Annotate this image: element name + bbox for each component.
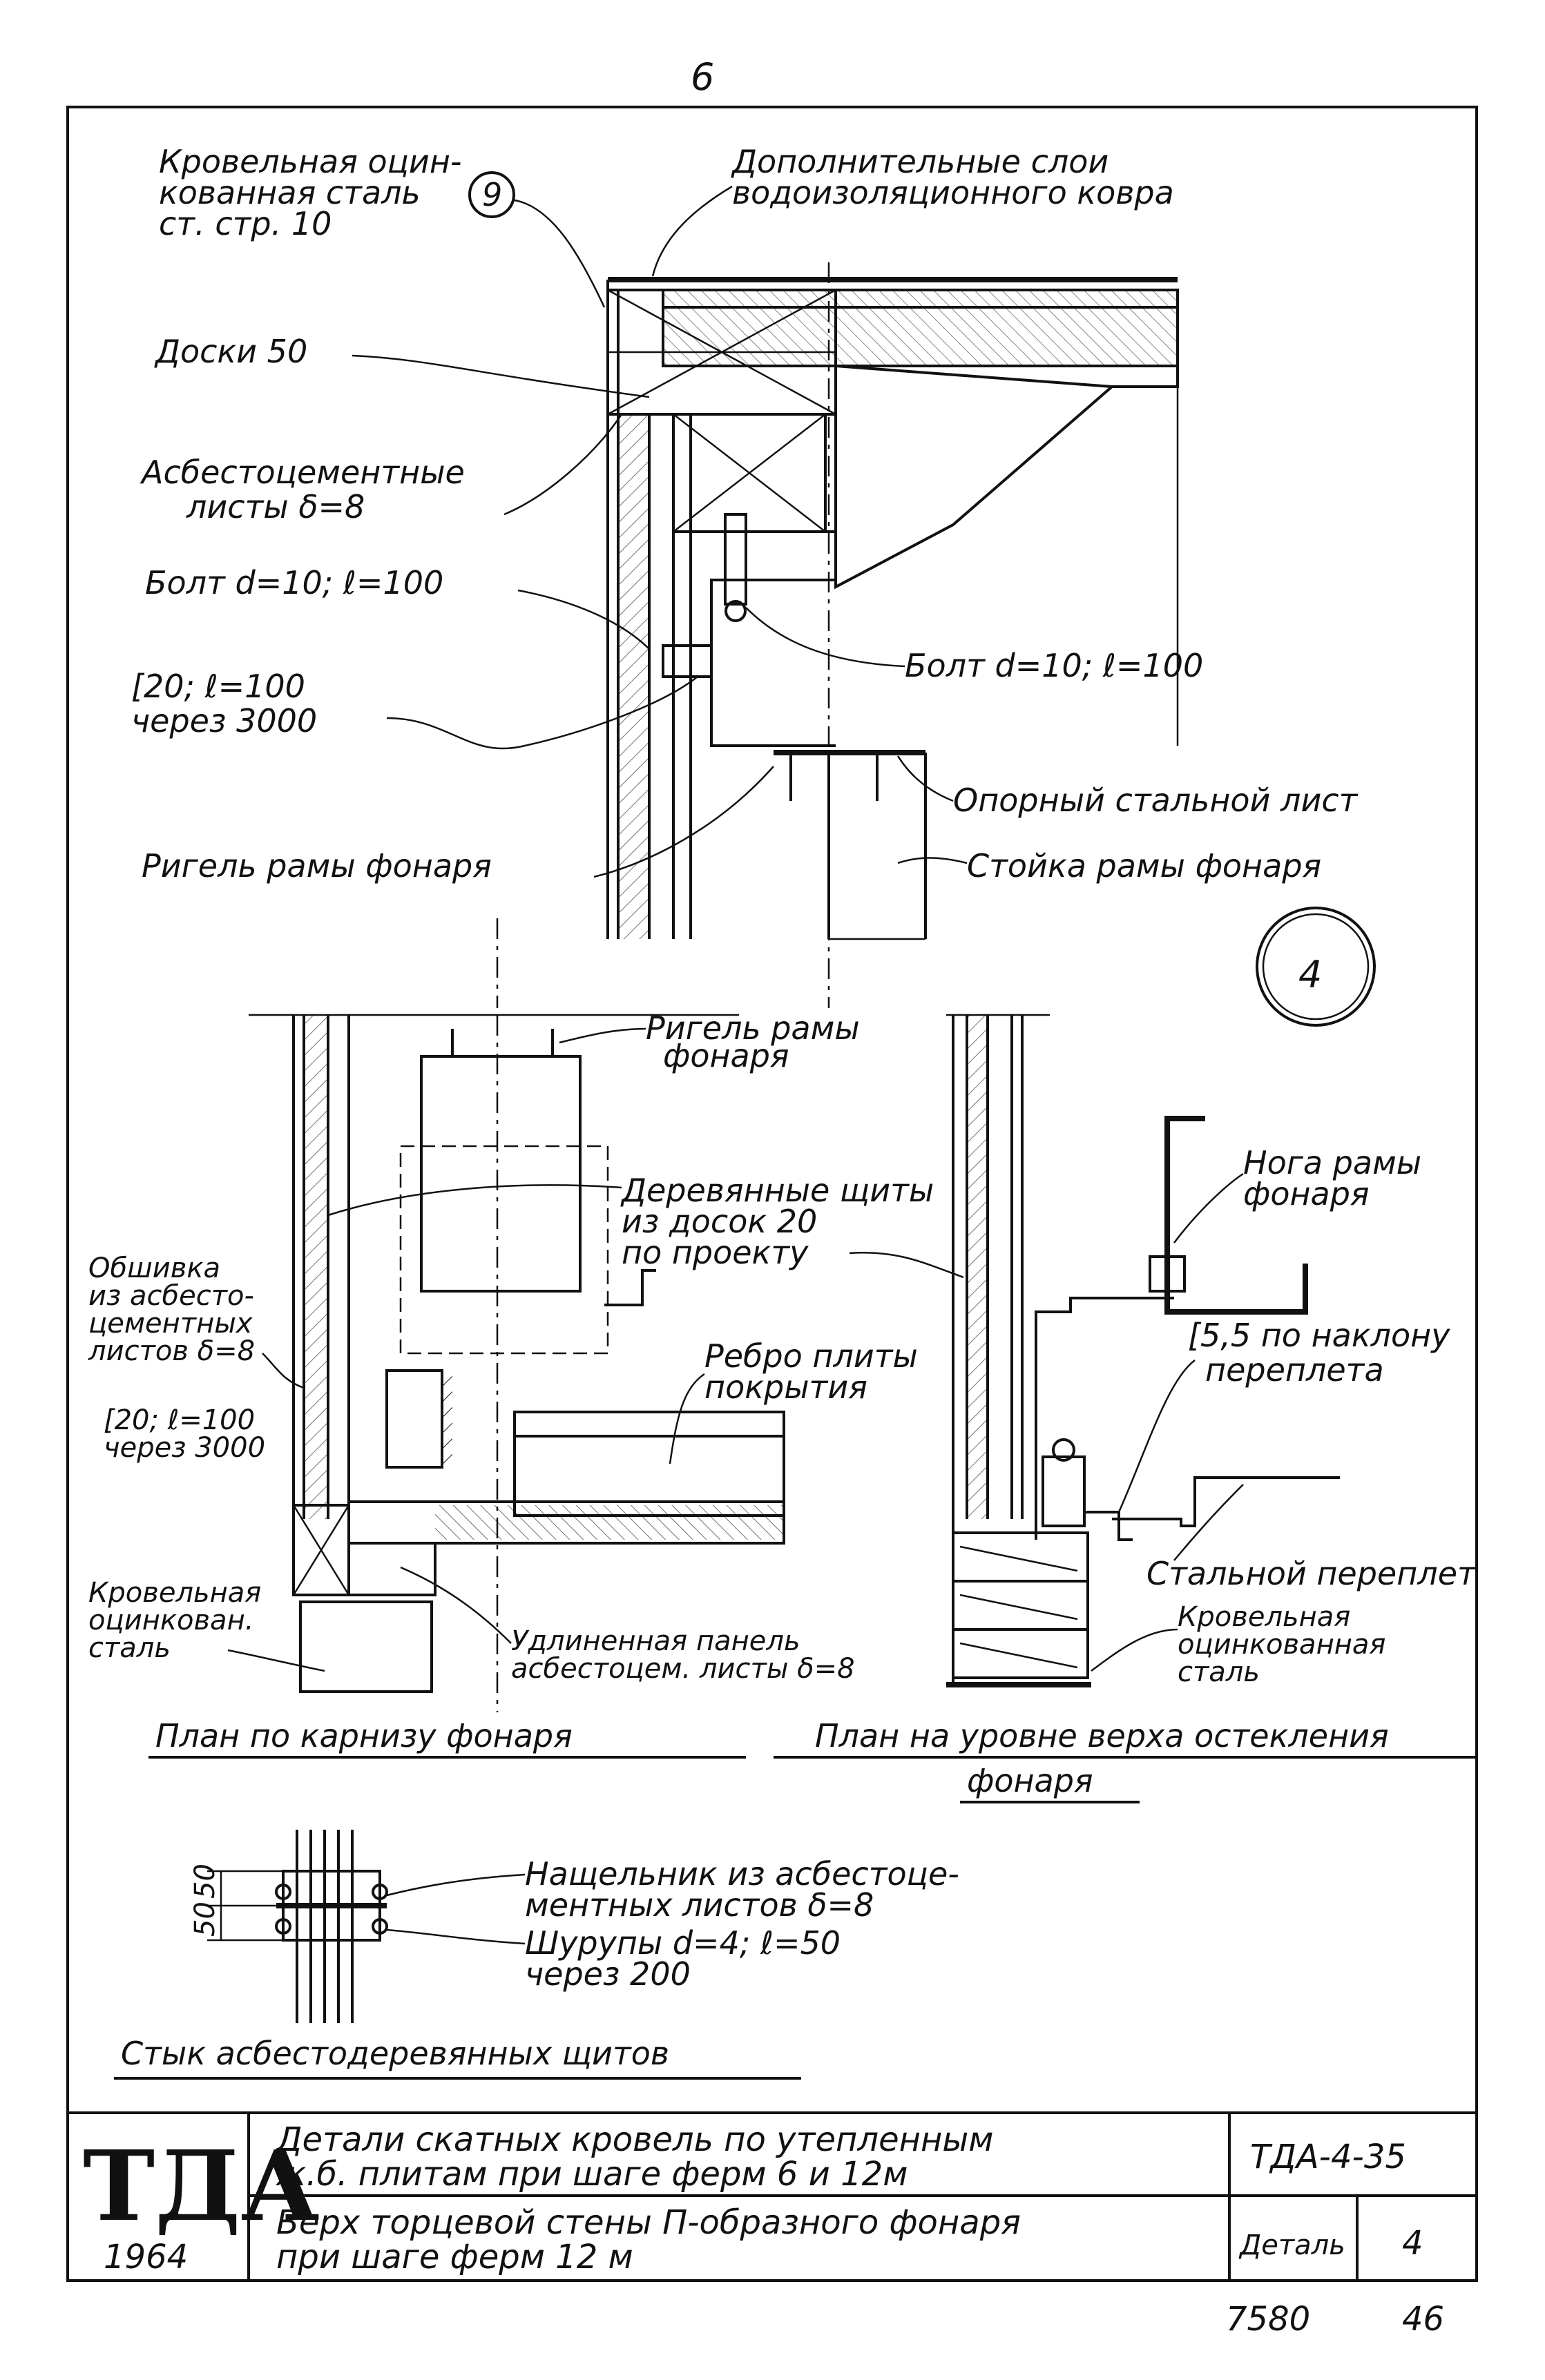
label-wood-panels-3: по проекту: [622, 1234, 809, 1271]
page-number: 6: [691, 55, 714, 99]
leader-c20: [386, 676, 698, 750]
dim-50-bottom: 50: [189, 1902, 221, 1937]
label-asb-sheets-2: листы δ=8: [186, 488, 365, 525]
label-extra-layers-1: Дополнительные слои: [731, 143, 1109, 180]
label-steel-frame: Стальной переплет: [1146, 1555, 1477, 1592]
label-roof-galv-l3: сталь: [88, 1632, 171, 1664]
label-c20p-2: через 3000: [104, 1432, 265, 1464]
label-roof-galv-l2: оцинкован.: [88, 1605, 253, 1636]
label-screws-2: через 200: [525, 1955, 691, 1993]
title-logo: ТДА: [83, 2130, 320, 2243]
leader-wood-panels-right: [849, 1252, 964, 1279]
title-block: [68, 2111, 1477, 2281]
title-sheet-number: 7580: [1226, 2300, 1310, 2339]
roof-steel-ref-circle: [468, 171, 515, 218]
plan-top-title-2: фонаря: [967, 1762, 1093, 1799]
label-riegel-top: Ригель рамы фонаря: [142, 847, 492, 884]
label-c55-2: переплета: [1205, 1351, 1384, 1389]
label-long-panel-1: Удлиненная панель: [511, 1625, 800, 1657]
label-cladding-4: листов δ=8: [88, 1335, 255, 1367]
label-rib-1: Ребро плиты: [704, 1337, 918, 1375]
leader-riegel-plan: [559, 1027, 646, 1044]
label-roof-steel-2: кованная сталь: [159, 174, 421, 211]
title-year: 1964: [104, 2238, 188, 2276]
title-page: 46: [1402, 2300, 1444, 2339]
leader-steel-frame: [1173, 1484, 1244, 1561]
title-detail-number: 4: [1402, 2224, 1423, 2263]
label-column: Стойка рамы фонаря: [967, 847, 1321, 884]
label-riegel-plan-1: Ригель рамы: [646, 1009, 860, 1047]
label-leg-1: Нога рамы: [1243, 1144, 1421, 1181]
label-bolt-right: Болт d=10; ℓ=100: [905, 647, 1203, 684]
plan-top-title-1: План на уровне верха остекления: [815, 1717, 1389, 1754]
label-c20-1: [20; ℓ=100: [131, 668, 305, 705]
leader-roof-galv-right: [1091, 1628, 1178, 1672]
label-rib-2: покрытия: [704, 1368, 867, 1406]
label-wood-panels-1: Деревянные щиты: [620, 1172, 934, 1209]
label-roof-galv-l1: Кровельная: [88, 1577, 261, 1609]
label-roof-galv-r2: оцинкованная: [1178, 1629, 1385, 1661]
label-support-sheet: Опорный стальной лист: [953, 782, 1359, 819]
plan-eaves-title: План по карнизу фонаря: [155, 1717, 573, 1754]
dim-50-top: 50: [189, 1864, 221, 1899]
leader-column: [897, 857, 968, 864]
label-extra-layers-2: водоизоляционного ковра: [732, 174, 1174, 211]
leader-long-panel: [400, 1566, 512, 1644]
joint-detail-drawing: [207, 1830, 388, 2023]
label-batten-2: ментных листов δ=8: [525, 1886, 874, 1924]
leader-bolt-left: [517, 589, 650, 650]
leader-bolt-right: [745, 607, 905, 668]
label-roof-steel-ref: ст. стр. 10: [159, 205, 332, 242]
title-code: ТДА-4-35: [1250, 2138, 1406, 2176]
sheet-border: [66, 106, 1478, 2282]
top-section-drawing: [496, 262, 1179, 1008]
leader-cladding: [262, 1353, 305, 1389]
label-riegel-plan-2: фонаря: [663, 1037, 789, 1074]
label-screws-1: Шурупы d=4; ℓ=50: [525, 1924, 841, 1962]
plan-eaves-drawing: [249, 1014, 785, 1712]
leader-support-sheet: [896, 755, 954, 802]
label-roof-steel-1: Кровельная оцин-: [159, 143, 462, 180]
leader-batten: [386, 1873, 526, 1897]
leader-asb-sheets: [503, 414, 623, 516]
label-c55-1: [5,5 по наклону: [1188, 1317, 1450, 1354]
label-roof-galv-r3: сталь: [1178, 1656, 1260, 1688]
label-bolt-left: Болт d=10; ℓ=100: [145, 564, 443, 601]
title-desc-2: ж.б. плитам при шаге ферм 6 и 12м: [276, 2155, 908, 2194]
label-wood-panels-2: из досок 20: [622, 1203, 817, 1240]
leader-boards: [352, 354, 650, 398]
label-asb-sheets-1: Асбестоцементные: [140, 454, 465, 491]
label-cladding-3: цементных: [88, 1308, 253, 1339]
title-desc-3: Верх торцевой стены П-образного фонаря: [276, 2203, 1021, 2242]
label-batten-1: Нащельник из асбестоце-: [525, 1855, 959, 1893]
leader-roof-galv-left: [227, 1649, 325, 1672]
label-boards: Доски 50: [154, 333, 307, 370]
leader-wood-panels-left: [327, 1184, 622, 1217]
title-desc-4: при шаге ферм 12 м: [276, 2238, 633, 2276]
label-c20p-1: [20; ℓ=100: [104, 1404, 255, 1436]
leader-roof-steel: [514, 199, 606, 308]
joint-title: Стык асбестодеревянных щитов: [121, 2035, 669, 2072]
title-desc-1: Детали скатных кровель по утепленным: [275, 2120, 994, 2159]
label-long-panel-2: асбестоцем. листы δ=8: [511, 1653, 855, 1685]
leader-c55: [1117, 1360, 1196, 1513]
leader-screws: [386, 1928, 526, 1945]
label-cladding-2: из асбесто-: [88, 1280, 254, 1312]
label-c20-2: через 3000: [131, 702, 317, 739]
plan-top-drawing: [946, 1014, 1340, 1687]
leader-leg: [1173, 1172, 1244, 1244]
label-cladding-1: Обшивка: [88, 1252, 220, 1284]
detail-number: 4: [1298, 953, 1322, 996]
detail-number-circle: [1256, 907, 1376, 1027]
leader-riegel-top: [593, 766, 774, 878]
label-roof-steel-circle: 9: [482, 176, 502, 213]
leader-extra-layers: [651, 185, 733, 277]
label-roof-galv-r1: Кровельная: [1178, 1601, 1350, 1633]
leader-rib: [669, 1373, 705, 1464]
label-leg-2: фонаря: [1243, 1175, 1370, 1212]
title-detail-label: Деталь: [1238, 2229, 1345, 2261]
